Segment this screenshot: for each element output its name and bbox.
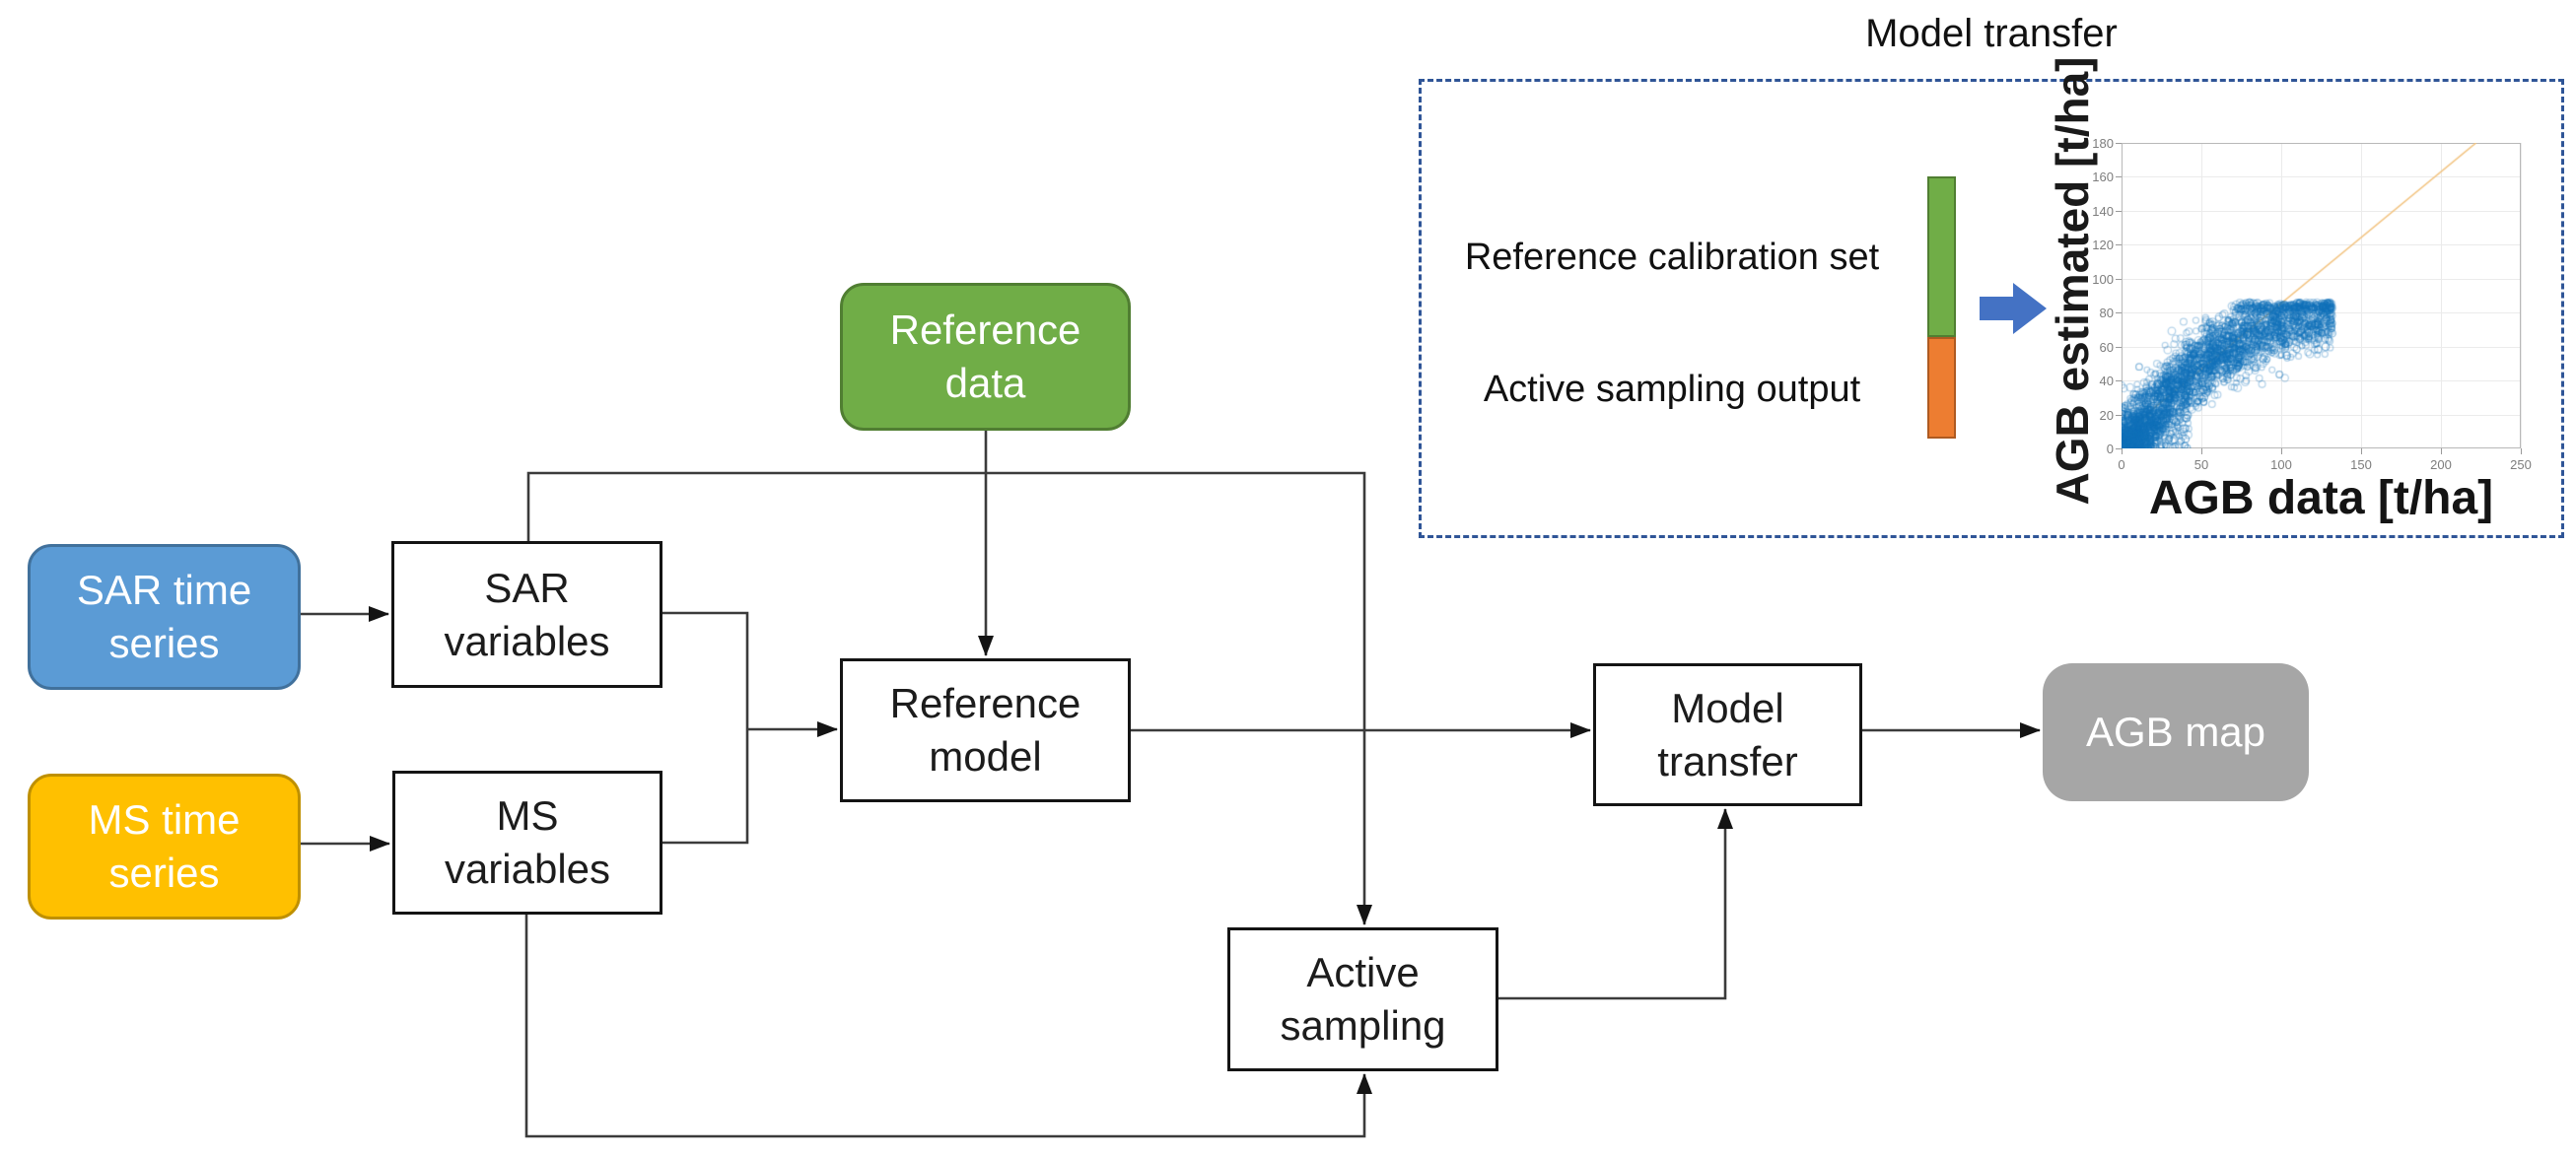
node-label: SAR	[484, 564, 570, 611]
node-agb-map: AGB map	[2043, 663, 2309, 801]
node-label: variables	[444, 617, 610, 664]
node-label: transfer	[1657, 737, 1798, 784]
line-ms-variables-merge	[662, 729, 749, 845]
node-label: Model	[1671, 684, 1784, 731]
y-axis-label: AGB estimated [t/ha]	[2047, 56, 2098, 506]
line-sar-variables-merge	[662, 611, 749, 729]
node-label: SAR time	[76, 567, 252, 613]
node-label: MS	[496, 792, 559, 839]
node-model-transfer: Model transfer	[1593, 663, 1862, 806]
inset-title: Model transfer	[1865, 12, 2118, 55]
scatter-plot	[2122, 143, 2521, 448]
legend-reference-calibration-set: Reference calibration set	[1464, 237, 1880, 278]
node-label: AGB map	[2085, 709, 2266, 755]
block-arrow-icon	[1980, 283, 2047, 334]
arrow-active-sampling-to-model-transfer	[1498, 808, 1733, 1000]
node-label: Reference	[889, 307, 1081, 353]
node-sar-variables: SAR variables	[391, 541, 662, 688]
x-axis-label: AGB data [t/ha]	[2148, 472, 2494, 524]
node-label: Active	[1306, 949, 1420, 995]
node-label: series	[108, 850, 220, 896]
calibration-bar-orange-segment	[1927, 337, 1956, 439]
arrow-sar-variables-to-active-sampling	[526, 471, 1372, 925]
node-active-sampling: Active sampling	[1227, 927, 1498, 1071]
arrow-ms-variables-to-active-sampling	[524, 915, 1372, 1138]
node-label: variables	[444, 846, 611, 892]
node-label: model	[929, 733, 1042, 780]
node-ms-variables: MS variables	[392, 771, 662, 915]
node-reference-model: Reference model	[840, 658, 1131, 802]
legend-active-sampling-output: Active sampling output	[1483, 369, 1861, 410]
calibration-bar-green-segment	[1927, 176, 1956, 337]
node-label: series	[108, 620, 220, 666]
node-label: MS time	[88, 796, 241, 843]
node-ms-time-series: MS time series	[28, 774, 301, 920]
node-reference-data: Reference data	[840, 283, 1131, 431]
node-label: data	[944, 360, 1026, 406]
node-sar-time-series: SAR time series	[28, 544, 301, 690]
node-label: sampling	[1280, 1002, 1446, 1049]
node-label: Reference	[889, 680, 1081, 726]
